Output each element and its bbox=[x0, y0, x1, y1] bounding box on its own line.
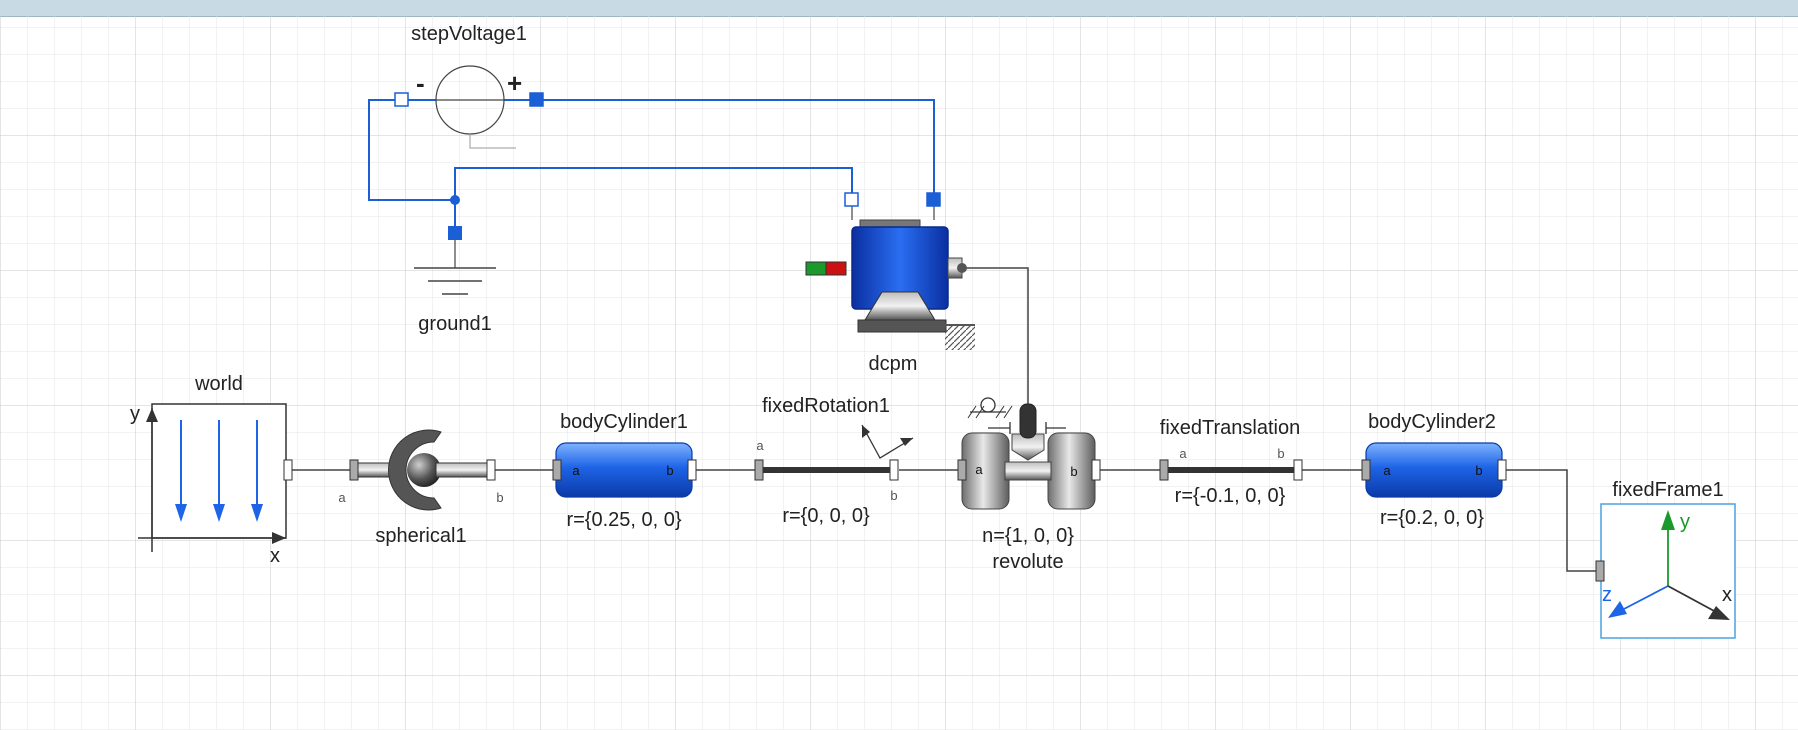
dcpm-port-n[interactable] bbox=[844, 192, 859, 207]
world-axis-y-label: y bbox=[130, 403, 140, 425]
revolute-port-b[interactable] bbox=[1091, 459, 1101, 481]
bodyCylinder1-component[interactable]: a b bodyCylinder1 r={0.25, 0, 0} bbox=[552, 411, 697, 531]
bodyCylinder2-label: bodyCylinder2 bbox=[1368, 411, 1496, 433]
dcpm-indicator-green bbox=[805, 261, 827, 276]
dcpm-port-p[interactable] bbox=[926, 192, 941, 207]
bodyCylinder1-label: bodyCylinder1 bbox=[560, 411, 688, 433]
bodyCylinder2-param: r={0.2, 0, 0} bbox=[1380, 507, 1484, 529]
spherical1-component[interactable]: a b spherical1 bbox=[338, 429, 504, 547]
stepVoltage1-plus-sign: + bbox=[507, 68, 522, 98]
bodyCylinder2-port-a-label: a bbox=[1383, 463, 1391, 478]
bodyCylinder2-port-b[interactable] bbox=[1497, 459, 1507, 481]
world-frame-port[interactable] bbox=[283, 459, 293, 481]
fixedFrame1-label: fixedFrame1 bbox=[1612, 479, 1723, 501]
bodyCylinder1-port-b-label: b bbox=[666, 463, 673, 478]
bodyCylinder2-port-a[interactable] bbox=[1361, 459, 1371, 481]
fixedTranslation-port-a-label: a bbox=[1179, 446, 1187, 461]
fixedRotation1-port-b-label: b bbox=[890, 488, 897, 503]
bodyCylinder1-port-b[interactable] bbox=[687, 459, 697, 481]
fixedRotation1-port-a[interactable] bbox=[754, 459, 764, 481]
ground1-port[interactable] bbox=[448, 226, 462, 240]
stepVoltage1-label: stepVoltage1 bbox=[411, 23, 527, 45]
fixedTranslation-label: fixedTranslation bbox=[1160, 417, 1300, 439]
revolute-port-a-label: a bbox=[975, 462, 983, 477]
revolute-label: revolute bbox=[992, 551, 1063, 573]
fixedFrame1-port[interactable] bbox=[1595, 560, 1605, 582]
bodyCylinder2-component[interactable]: a b bodyCylinder2 r={0.2, 0, 0} bbox=[1361, 411, 1507, 529]
fixedRotation1-label: fixedRotation1 bbox=[762, 395, 890, 417]
world-label: world bbox=[194, 373, 243, 395]
revolute-component[interactable]: a b n={1, 0, 0} revolute bbox=[957, 397, 1101, 573]
revolute-port-b-label: b bbox=[1070, 464, 1077, 479]
spherical1-port-b-label: b bbox=[496, 490, 503, 505]
stepVoltage1-port-n[interactable] bbox=[394, 92, 409, 107]
bodyCylinder1-port-a-label: a bbox=[572, 463, 580, 478]
mechanical-wires[interactable] bbox=[292, 267, 1596, 572]
electric-wires[interactable] bbox=[368, 99, 935, 233]
stepVoltage1-port-p[interactable] bbox=[529, 92, 544, 107]
spherical1-label: spherical1 bbox=[375, 525, 466, 547]
wire-junction bbox=[450, 195, 460, 205]
revolute-port-a[interactable] bbox=[957, 459, 967, 481]
spherical1-port-b[interactable] bbox=[486, 459, 496, 481]
fixedFrame1-axis-x-label: x bbox=[1722, 584, 1732, 606]
ground1-component[interactable]: ground1 bbox=[414, 226, 496, 335]
fixedTranslation-component[interactable]: a b fixedTranslation r={-0.1, 0, 0} bbox=[1159, 417, 1303, 507]
fixedTranslation-port-b-label: b bbox=[1277, 446, 1284, 461]
bodyCylinder1-port-a[interactable] bbox=[552, 459, 562, 481]
fixedTranslation-port-a[interactable] bbox=[1159, 459, 1169, 481]
spherical1-port-a[interactable] bbox=[349, 459, 359, 481]
stepVoltage1-component[interactable]: - + stepVoltage1 bbox=[394, 23, 544, 149]
fixedRotation1-component[interactable]: a b fixedRotation1 r={0, 0, 0} bbox=[754, 395, 914, 527]
fixedFrame1-axis-z-label: z bbox=[1602, 584, 1612, 606]
stepVoltage1-minus-sign: - bbox=[416, 68, 425, 98]
grid-background bbox=[0, 16, 1798, 730]
fixedTranslation-port-b[interactable] bbox=[1293, 459, 1303, 481]
revolute-param: n={1, 0, 0} bbox=[982, 525, 1074, 547]
fixedRotation1-param: r={0, 0, 0} bbox=[782, 505, 870, 527]
dcpm-label: dcpm bbox=[869, 353, 918, 375]
spherical1-port-a-label: a bbox=[338, 490, 346, 505]
fixedRotation1-port-b[interactable] bbox=[889, 459, 899, 481]
fixedTranslation-param: r={-0.1, 0, 0} bbox=[1175, 485, 1286, 507]
world-axis-x-label: x bbox=[270, 545, 280, 567]
fixedRotation1-port-a-label: a bbox=[756, 438, 764, 453]
fixedFrame1-component[interactable]: fixedFrame1 y x z bbox=[1595, 479, 1736, 639]
dcpm-indicator-red bbox=[825, 261, 847, 276]
ground1-label: ground1 bbox=[418, 313, 491, 335]
bodyCylinder2-port-b-label: b bbox=[1475, 463, 1482, 478]
fixedFrame1-axis-y-label: y bbox=[1680, 511, 1690, 533]
dcpm-component[interactable]: dcpm bbox=[805, 192, 975, 375]
world-component[interactable]: world y x bbox=[130, 373, 293, 567]
bodyCylinder1-param: r={0.25, 0, 0} bbox=[566, 509, 681, 531]
